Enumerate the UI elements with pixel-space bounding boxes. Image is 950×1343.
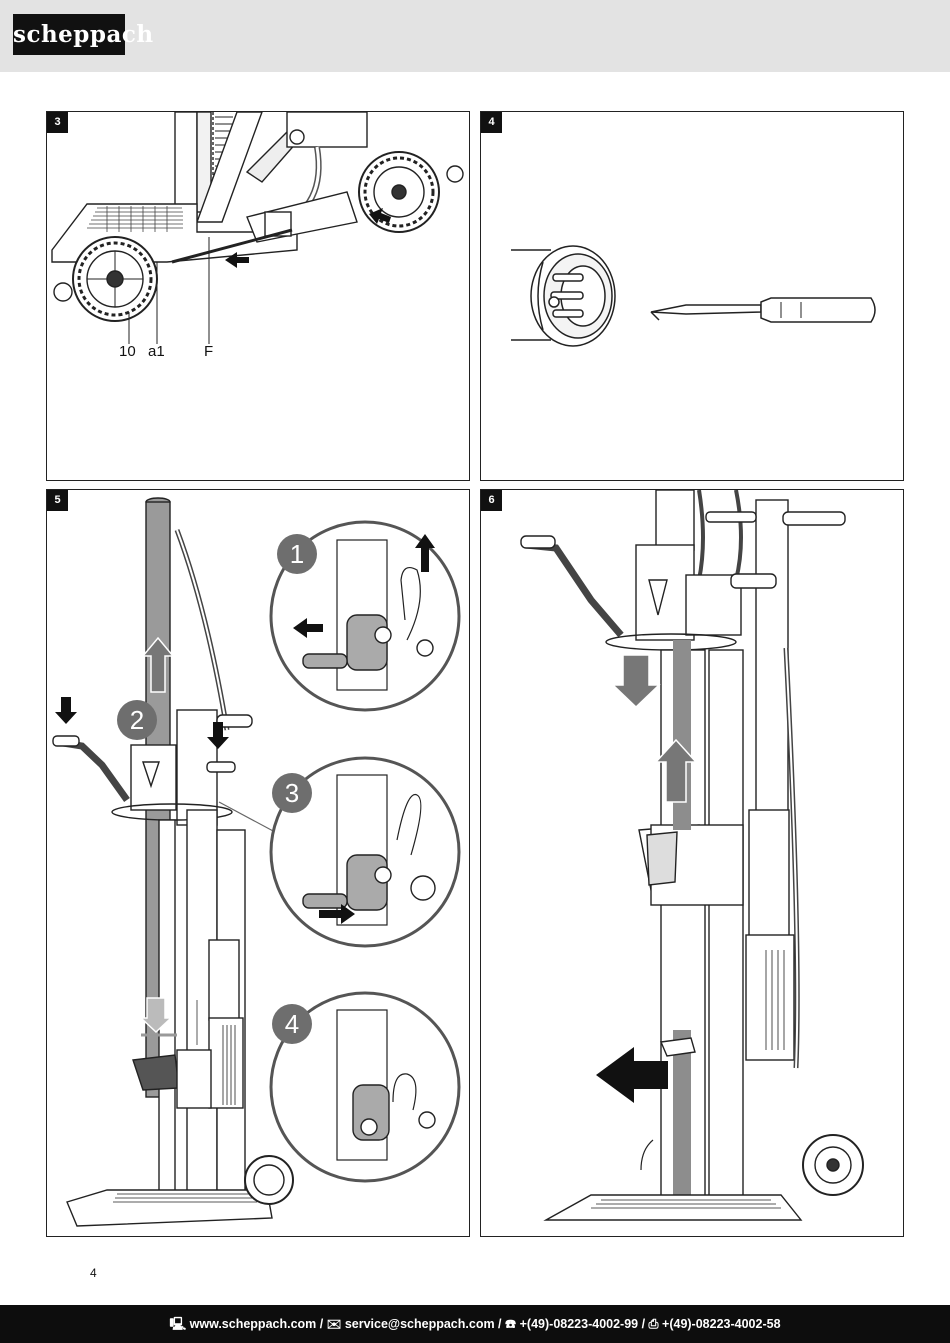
figure-4-number: 4	[481, 112, 502, 133]
footer-phone: +(49)-08223-4002-99	[519, 1317, 639, 1331]
page-number: 4	[90, 1266, 97, 1280]
page-footer: 🖳 www.scheppach.com / ✉ service@scheppac…	[0, 1305, 950, 1343]
phone-icon: ☎	[505, 1317, 520, 1331]
figure-5-illustration	[52, 497, 461, 1227]
figure-5-panel: 5	[46, 489, 470, 1237]
brand-logo: scheppach	[13, 14, 153, 55]
figure-6-number: 6	[481, 490, 502, 511]
figure-3-number: 3	[47, 112, 68, 133]
computer-icon: 🖳	[169, 1317, 190, 1331]
figure-4-panel: 4	[480, 111, 904, 481]
step-4-badge: 4	[272, 1004, 312, 1044]
figure-6-panel: 6	[480, 489, 904, 1237]
page-header: scheppach	[0, 0, 950, 72]
figure-4-illustration	[511, 245, 876, 347]
step-1-badge: 1	[277, 534, 317, 574]
footer-separator: /	[494, 1317, 505, 1331]
footer-website[interactable]: www.scheppach.com	[189, 1317, 317, 1331]
fax-icon: ⎙	[648, 1317, 663, 1331]
callout-a1: a1	[148, 343, 165, 360]
footer-email[interactable]: service@scheppach.com	[344, 1317, 495, 1331]
callout-F: F	[204, 343, 214, 360]
figure-3-illustration	[51, 112, 464, 344]
step-3-badge: 3	[272, 773, 312, 813]
figure-3-panel: 3	[46, 111, 470, 481]
footer-separator: /	[638, 1317, 649, 1331]
footer-fax: +(49)-08223-4002-58	[662, 1317, 781, 1331]
callout-10: 10	[119, 343, 136, 360]
email-icon: ✉	[326, 1317, 345, 1331]
figure-6-illustration	[520, 490, 864, 1221]
step-2-badge: 2	[117, 700, 157, 740]
footer-separator: /	[316, 1317, 327, 1331]
figure-5-number: 5	[47, 490, 68, 511]
